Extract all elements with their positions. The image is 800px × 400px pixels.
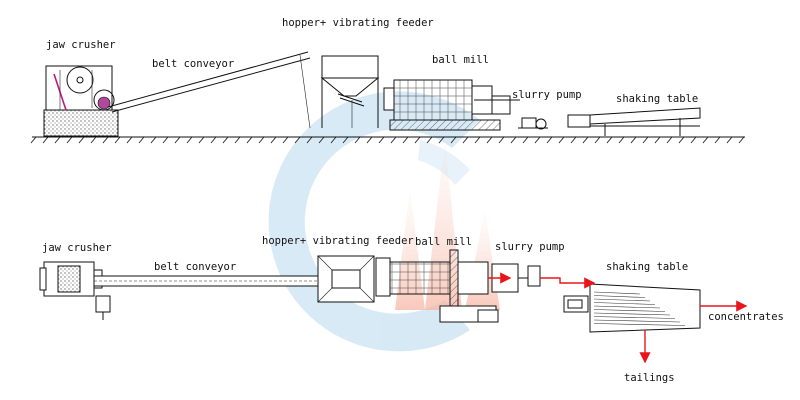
shaking-table-elevation — [567, 107, 701, 136]
label-slurry-pump-top: slurry pump — [512, 89, 582, 101]
flow-arrows — [488, 272, 748, 364]
label-jaw-crusher-top: jaw crusher — [46, 39, 116, 51]
label-hopper-feeder-plan: hopper+ vibrating feeder — [262, 235, 414, 247]
belt-conveyor-elevation — [107, 51, 311, 129]
label-tailings: tailings — [624, 372, 675, 384]
plan-view: jaw crusher belt conveyor hopper+ vibrat… — [39, 235, 784, 384]
label-shaking-table-top: shaking table — [616, 93, 698, 105]
label-ball-mill-top: ball mill — [432, 54, 489, 66]
label-hopper-feeder-top: hopper+ vibrating feeder — [282, 17, 434, 29]
shaking-table-plan — [563, 283, 701, 333]
jaw-crusher-elevation — [43, 65, 119, 137]
ball-mill-elevation — [383, 79, 520, 131]
ground-line — [30, 136, 745, 144]
label-belt-conveyor-plan: belt conveyor — [154, 261, 236, 273]
label-shaking-table-plan: shaking table — [606, 261, 688, 273]
belt-conveyor-plan — [93, 275, 321, 287]
ball-mill-plan — [375, 249, 499, 323]
jaw-crusher-plan — [39, 261, 111, 320]
label-slurry-pump-plan: slurry pump — [495, 241, 565, 253]
hopper-feeder-plan — [317, 255, 375, 303]
elevation-view: jaw crusher belt conveyor hopper+ vibrat… — [30, 17, 745, 144]
label-jaw-crusher-plan: jaw crusher — [42, 242, 112, 254]
label-concentrates: concentrates — [708, 311, 784, 323]
slurry-pump-elevation — [518, 117, 548, 130]
hopper-feeder-elevation — [320, 55, 380, 128]
label-ball-mill-plan: ball mill — [415, 236, 472, 248]
label-belt-conveyor-top: belt conveyor — [152, 58, 234, 70]
